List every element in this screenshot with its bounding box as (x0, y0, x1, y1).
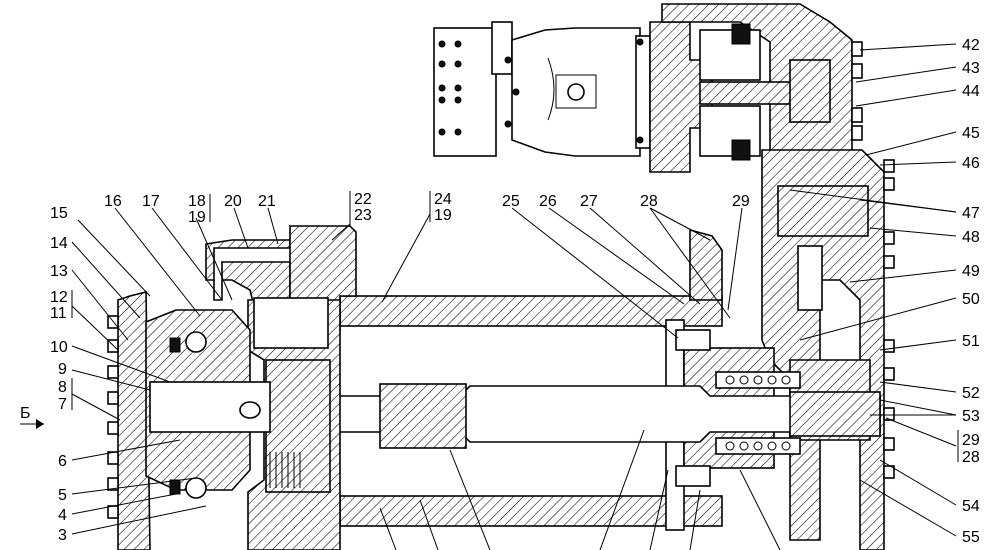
callout-15: 15 (50, 205, 68, 222)
gearbox-right (761, 149, 895, 550)
main-shaft (269, 385, 881, 443)
callout-54: 54 (962, 498, 980, 515)
callout-14: 14 (50, 235, 68, 252)
right-drum-bearing-upper (675, 329, 711, 351)
callout-43: 43 (962, 60, 980, 77)
intermediate-gear (777, 185, 869, 237)
callout-44: 44 (962, 83, 980, 100)
brake-disc-upper (699, 29, 761, 81)
callout-5: 5 (58, 487, 67, 504)
callout-21: 21 (258, 193, 276, 210)
leader-lines (20, 43, 957, 550)
left-pulley (117, 290, 151, 550)
brake-coil-upper (731, 23, 751, 45)
motor-lifting-eye (567, 83, 585, 101)
callout-29-top: 29 (732, 193, 750, 210)
callout-19-top-right: 19 (434, 207, 452, 224)
callout-7: 7 (58, 396, 67, 413)
callout-28-top: 28 (640, 193, 658, 210)
shaft-right-end (789, 391, 881, 437)
callout-25: 25 (502, 193, 520, 210)
left-gear (265, 359, 331, 493)
left-bolts (107, 315, 119, 519)
brake-housing (649, 3, 863, 173)
callout-3: 3 (58, 527, 67, 544)
callout-47: 47 (962, 205, 980, 222)
brake-spring (715, 371, 801, 455)
callout-brackets (71, 191, 959, 462)
coupling-hub (789, 59, 831, 123)
motor-assembly (433, 21, 651, 157)
callout-9: 9 (58, 361, 67, 378)
motor-flange (635, 35, 651, 149)
gear-teeth (269, 452, 301, 488)
callout-labels: 42 43 44 45 46 47 48 49 50 51 52 53 29 2… (20, 37, 980, 546)
callout-29-right: 29 (962, 432, 980, 449)
seal-lower (169, 479, 181, 495)
callout-48: 48 (962, 229, 980, 246)
callout-45: 45 (962, 125, 980, 142)
view-marker-b: Б (20, 405, 31, 422)
bearing-ball-lower (185, 477, 207, 499)
callout-6: 6 (58, 453, 67, 470)
callout-27: 27 (580, 193, 598, 210)
callout-22: 22 (354, 191, 372, 208)
brake-disc-lower (699, 105, 761, 157)
callout-55: 55 (962, 529, 980, 546)
callout-17: 17 (142, 193, 160, 210)
motor-cap (491, 21, 513, 75)
callout-20: 20 (224, 193, 242, 210)
right-drum-bearing-lower (675, 465, 711, 487)
drum-shell-bottom (339, 495, 723, 527)
callout-23: 23 (354, 207, 372, 224)
motor-terminal-box (433, 27, 497, 157)
callout-26: 26 (539, 193, 557, 210)
motor-eye-plate (555, 74, 597, 109)
seal-upper (169, 337, 181, 353)
motor-bracket-arc (547, 57, 555, 121)
callout-4: 4 (58, 507, 67, 524)
gear-tooth-section (797, 245, 823, 311)
callout-12: 12 (50, 289, 68, 306)
callout-49: 49 (962, 263, 980, 280)
callout-53: 53 (962, 408, 980, 425)
callout-16: 16 (104, 193, 122, 210)
callout-28-right: 28 (962, 449, 980, 466)
brake-coil-lower (731, 139, 751, 161)
callout-50: 50 (962, 291, 980, 308)
callout-11: 11 (50, 305, 67, 322)
callout-51: 51 (962, 333, 980, 350)
callout-42: 42 (962, 37, 980, 54)
gearbox-bolts (883, 159, 895, 479)
shaft-key (239, 401, 261, 419)
callout-10: 10 (50, 339, 68, 356)
drum-shell-top (339, 295, 723, 327)
brake-housing-bolts (851, 41, 863, 141)
callout-8: 8 (58, 379, 67, 396)
terminal-bolts (438, 38, 644, 144)
callout-19-top-left: 19 (188, 209, 206, 226)
left-housing (107, 225, 357, 550)
callout-18: 18 (188, 193, 206, 210)
shaft-coupling (379, 383, 467, 449)
bearing-ball-upper (185, 331, 207, 353)
left-pinion-shaft (253, 297, 329, 349)
callout-13: 13 (50, 263, 68, 280)
right-drum-flange (689, 228, 723, 301)
callout-24: 24 (434, 191, 452, 208)
callout-52: 52 (962, 385, 980, 402)
callout-46: 46 (962, 155, 980, 172)
